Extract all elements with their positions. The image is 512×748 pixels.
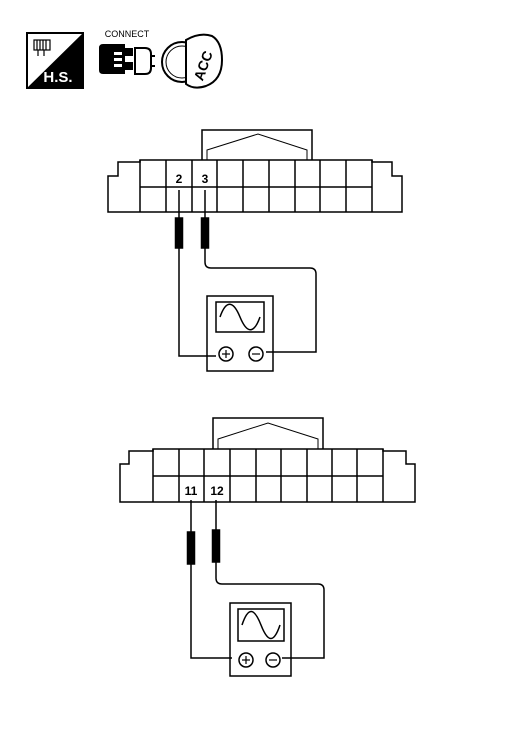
top-probe-positive (174, 190, 216, 357)
harness-side-icon: H.S. (26, 32, 84, 89)
ignition-acc-icon: ACC (161, 33, 224, 89)
hs-label: H.S. (43, 69, 72, 86)
bottom-pin-12-label: 12 (210, 484, 224, 498)
bottom-probe-positive (186, 500, 232, 659)
bottom-probe-negative (211, 500, 325, 659)
top-pin-3-label: 3 (202, 172, 209, 186)
bottom-connector (119, 417, 416, 503)
connect-icon: CONNECT (99, 29, 155, 75)
top-connector (107, 129, 403, 213)
bottom-oscilloscope (229, 602, 292, 677)
small-connector-icon (33, 39, 51, 56)
bottom-pin-11-label: 11 (185, 484, 198, 498)
top-pin-2-label: 2 (176, 172, 183, 186)
connect-label: CONNECT (105, 29, 150, 39)
top-oscilloscope (206, 295, 274, 372)
top-probe-negative (200, 190, 317, 353)
